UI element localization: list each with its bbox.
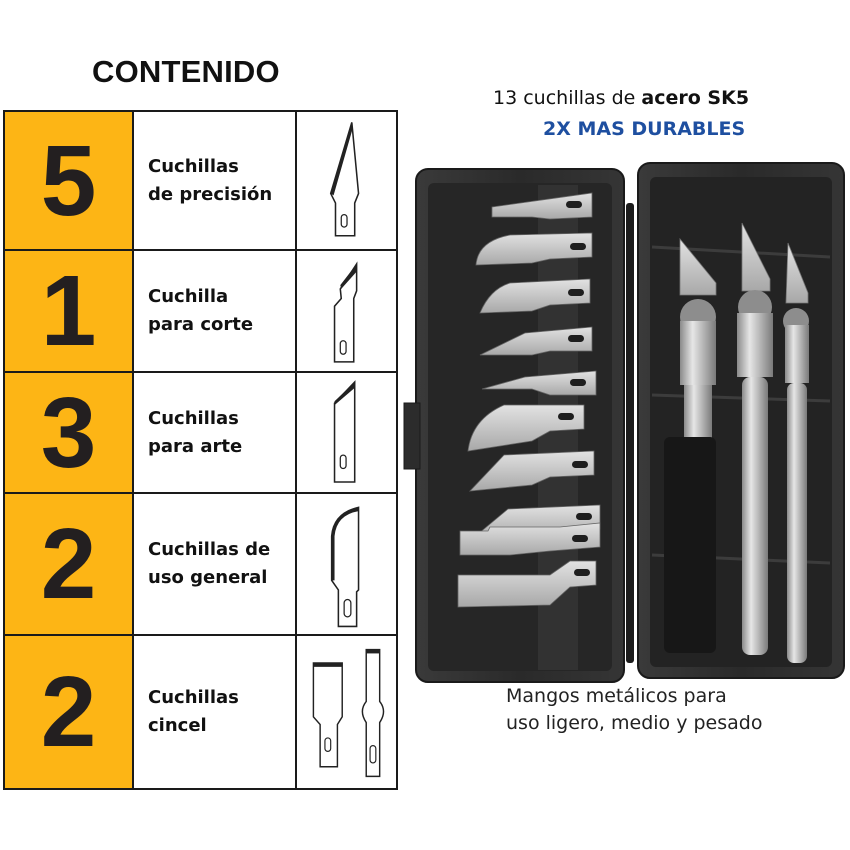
- blade-type-label: Cuchillas para arte: [134, 373, 297, 492]
- cutting-blade-icon: [299, 251, 396, 371]
- chisel-blade-icon: [299, 636, 396, 788]
- blade-count: 1: [5, 251, 134, 371]
- blade-type-label: Cuchillas de uso general: [134, 494, 297, 634]
- art-blade-icon: [299, 373, 396, 492]
- product-photo-blade-case: [400, 155, 850, 690]
- blade-type-label: Cuchillas cincel: [134, 636, 297, 788]
- contents-title: CONTENIDO: [92, 54, 280, 89]
- left-case-tray: [403, 168, 625, 683]
- blade-count: 3: [5, 373, 134, 492]
- blade-type-label: Cuchillas de precisión: [134, 112, 297, 249]
- contents-row: 1 Cuchilla para corte: [5, 249, 396, 371]
- blade-count: 5: [5, 112, 134, 249]
- contents-row: 3 Cuchillas para arte: [5, 371, 396, 492]
- blade-count: 2: [5, 494, 134, 634]
- headline-prefix: 13 cuchillas de: [493, 87, 642, 109]
- headline-material: acero SK5: [641, 87, 750, 109]
- durability-subhead: 2X MAS DURABLES: [543, 118, 746, 140]
- blade-count-headline: 13 cuchillas de acero SK5: [493, 87, 749, 109]
- contents-row: 2 Cuchillas de uso general: [5, 492, 396, 634]
- handles-caption: Mangos metálicos para uso ligero, medio …: [506, 685, 763, 734]
- blade-type-label: Cuchilla para corte: [134, 251, 297, 371]
- contents-row: 5 Cuchillas de precisión: [5, 112, 396, 249]
- general-use-blade-icon: [299, 494, 396, 634]
- contents-table: 5 Cuchillas de precisión 1 Cuchilla para…: [3, 110, 398, 790]
- blade-count: 2: [5, 636, 134, 788]
- precision-blade-icon: [299, 112, 396, 249]
- contents-row: 2 Cuchillas cincel: [5, 634, 396, 788]
- right-case-tray: [637, 162, 845, 679]
